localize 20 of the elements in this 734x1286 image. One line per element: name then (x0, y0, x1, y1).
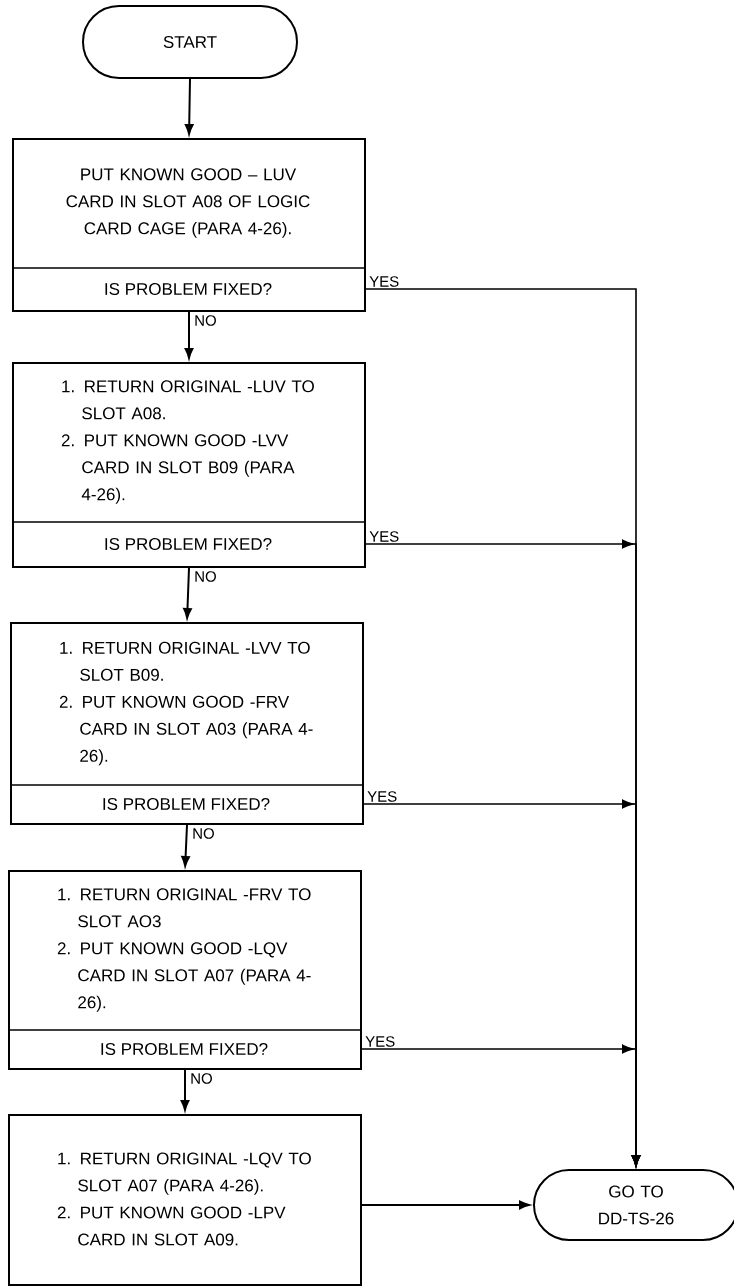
process-box: 1. RETURN ORIGINAL -LUV TO SLOT A08. 2. PUT KNOWN GOOD -LVV CARD IN SLOT B09 (PARA 4-26). IS PROBLEM FIXED? (11, 362, 366, 568)
arrow (181, 824, 190, 867)
arrow (359, 1044, 641, 1167)
edge-label: YES (368, 530, 401, 543)
process-box: 1. RETURN ORIGINAL -FRV TO SLOT AO3 2. PUT KNOWN GOOD -LQV CARD IN SLOT A07 (PARA 4-26). IS PROBLEM FIXED? (7, 870, 362, 1070)
edge-label: YES (364, 1035, 397, 1048)
edge-label: NO (193, 314, 218, 327)
edge-label: YES (366, 790, 399, 803)
process-box: 1. RETURN ORIGINAL -LVV TO SLOT B09. 2. PUT KNOWN GOOD -FRV CARD IN SLOT A03 (PARA 4-26). IS PROBLEM FIXED? (9, 622, 364, 825)
arrow (183, 567, 192, 619)
arrow (184, 311, 194, 359)
process-box: PUT KNOWN GOOD – LUV CARD IN SLOT A08 OF LOGIC CARD CAGE (PARA 4-26). IS PROBLEM FIXED? (11, 138, 366, 312)
arrow (361, 1200, 530, 1210)
arrow (184, 78, 194, 135)
edge-label: YES (368, 275, 401, 288)
edge-label: NO (189, 1072, 214, 1085)
process-box: 1. RETURN ORIGINAL -LQV TO SLOT A07 (PARA 4-26). 2. PUT KNOWN GOOD -LPV CARD IN SLOT A09. (8, 1114, 362, 1286)
arrow (180, 1069, 190, 1111)
edge-label: NO (193, 570, 218, 583)
edge-label: NO (191, 827, 216, 840)
